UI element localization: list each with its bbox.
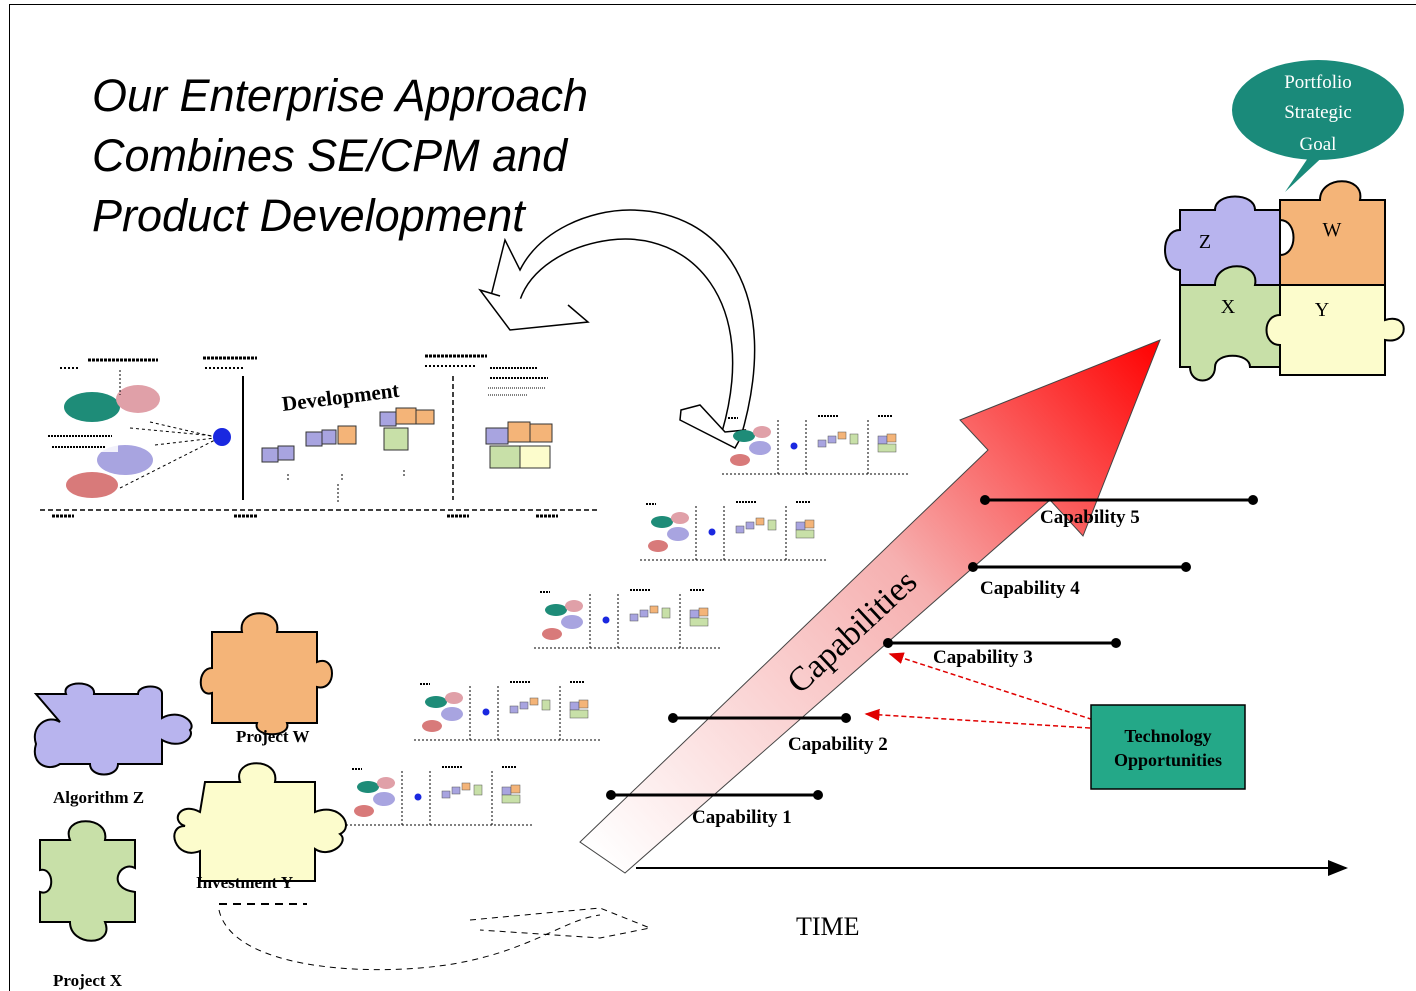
capability-4-label: Capability 4 <box>980 578 1080 599</box>
curved-arrow-icon <box>478 209 756 449</box>
capability-timeline-2: Capability 2 <box>668 713 888 755</box>
tech-box <box>1090 704 1246 790</box>
tech-bubble-teal <box>64 392 120 422</box>
capability-1-label: Capability 1 <box>692 807 792 828</box>
algorithm-z-label: Algorithm Z <box>53 788 144 807</box>
detail-panel: Development <box>40 354 600 518</box>
project-x-piece: Project X <box>39 820 136 990</box>
tech-bubble-red <box>66 472 118 498</box>
tech-box-line-1: Technology <box>1124 726 1211 746</box>
tech-box-line-2: Opportunities <box>1114 750 1222 770</box>
capability-timeline-1: Capability 1 <box>606 790 823 828</box>
milestone-dot <box>213 428 231 446</box>
capability-3-label: Capability 3 <box>933 647 1033 668</box>
project-x-label: Project X <box>53 971 123 990</box>
project-w-label: Project W <box>236 727 309 746</box>
goal-piece-y-label: Y <box>1315 299 1329 321</box>
slide-title: Our Enterprise Approach Combines SE/CPM … <box>92 66 692 246</box>
stage-panel-1 <box>345 766 533 826</box>
algorithm-z-piece: Algorithm Z <box>33 682 193 807</box>
goal-piece-x-label: X <box>1221 296 1236 318</box>
capability-timeline-3: Capability 3 <box>883 638 1121 668</box>
stage-panel-3 <box>533 589 721 649</box>
title-line-1: Our Enterprise Approach <box>92 70 589 121</box>
puzzle-w-icon <box>199 612 333 736</box>
capability-timeline-4: Capability 4 <box>968 562 1191 599</box>
stage-panel-4 <box>639 501 827 561</box>
goal-line-1: Portfolio <box>1284 72 1352 93</box>
goal-puzzle: Z W X Y <box>1164 180 1405 382</box>
puzzle-x-icon <box>39 820 136 942</box>
title-line-2: Combines SE/CPM and <box>92 130 568 181</box>
slide-frame <box>9 4 1416 991</box>
project-w-piece: Project W <box>199 612 333 746</box>
capability-5-label: Capability 5 <box>1040 507 1140 528</box>
title-line-3: Product Development <box>92 190 525 241</box>
goal-piece-z-label: Z <box>1199 231 1211 253</box>
puzzle-z-icon <box>33 682 193 776</box>
investment-y-piece: Investment Y <box>173 762 347 892</box>
goal-line-3: Goal <box>1300 134 1337 155</box>
goal-bubble: Portfolio Strategic Goal <box>1232 60 1404 192</box>
capabilities-arrow: Capabilities <box>579 339 1161 874</box>
tech-bubble-pink <box>116 385 160 413</box>
capability-2-label: Capability 2 <box>788 734 888 755</box>
investment-y-label: Investment Y <box>196 873 293 892</box>
stage-panel-2 <box>413 681 601 741</box>
technology-opportunities: Technology Opportunities <box>864 652 1246 790</box>
goal-piece-w-label: W <box>1323 219 1342 241</box>
tech-bubble-lavender <box>97 445 153 475</box>
puzzle-piece-y-icon <box>1265 284 1405 376</box>
goal-line-2: Strategic <box>1284 102 1352 123</box>
time-axis: TIME <box>636 860 1348 941</box>
capability-timeline-5: Capability 5 <box>980 495 1258 528</box>
puzzle-piece-x-icon <box>1179 265 1281 382</box>
time-label: TIME <box>796 912 860 941</box>
puzzle-y-icon <box>173 762 347 882</box>
bottom-dashed-arrow <box>218 903 652 971</box>
development-label: Development <box>281 378 401 416</box>
stage-panel-5 <box>721 415 909 475</box>
